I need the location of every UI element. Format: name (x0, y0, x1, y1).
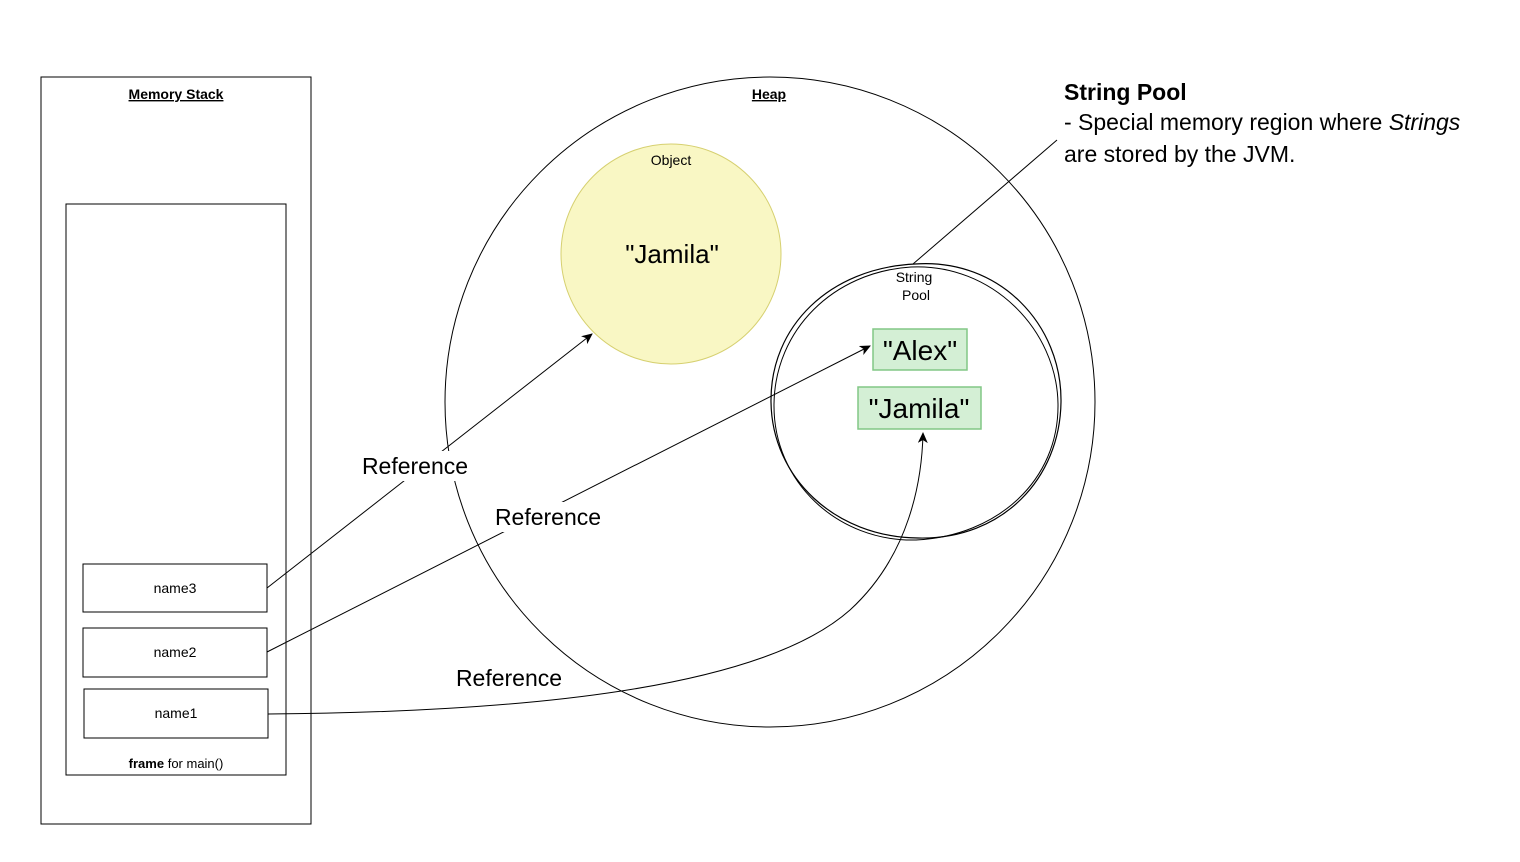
reference-arrow-name1 (267, 432, 928, 715)
variable-label-name3: name3 (154, 580, 197, 596)
string-pool-circle-stroke2 (773, 266, 1059, 541)
note-line1-prefix: - Special memory region where (1064, 109, 1389, 135)
note-line1: - Special memory region where Strings (1064, 109, 1461, 135)
string-pool-label-line1: String (896, 269, 933, 285)
heap-object-label: Object (651, 152, 692, 168)
heap-object-value: "Jamila" (625, 239, 719, 269)
memory-stack-title: Memory Stack (129, 86, 224, 102)
reference-label-bg-2 (490, 502, 606, 532)
variable-label-name2: name2 (154, 644, 197, 660)
reference-label-3: Reference (456, 665, 562, 691)
reference-label-bg-1 (357, 451, 473, 481)
pool-item-alex: "Alex" (883, 335, 957, 366)
pool-item-jamila: "Jamila" (869, 393, 970, 424)
pool-item-jamila-box (857, 386, 982, 430)
stack-frame-box (65, 203, 287, 776)
string-pool-label-line2: Pool (902, 287, 930, 303)
heap-title: Heap (752, 86, 786, 102)
note-line1-italic: Strings (1389, 109, 1461, 135)
note-line2: are stored by the JVM. (1064, 141, 1295, 167)
string-pool-circle (770, 263, 1062, 539)
variable-box-name2 (82, 627, 268, 678)
reference-label-2: Reference (495, 504, 601, 530)
heap-circle (444, 76, 1096, 728)
stack-frame-label: frame for main() (129, 756, 224, 771)
pool-item-alex-box (872, 328, 968, 371)
reference-arrow-name2 (266, 345, 871, 653)
note-pointer-line (912, 139, 1058, 265)
heap-object-circle (560, 143, 782, 365)
variable-box-name3 (82, 563, 268, 613)
note-title: String Pool (1064, 79, 1187, 105)
reference-label-bg-3 (451, 663, 567, 693)
frame-keyword: frame (129, 756, 164, 771)
reference-label-1: Reference (362, 453, 468, 479)
variable-box-name1 (83, 688, 269, 739)
frame-description: for main() (164, 756, 223, 771)
variable-label-name1: name1 (155, 705, 198, 721)
